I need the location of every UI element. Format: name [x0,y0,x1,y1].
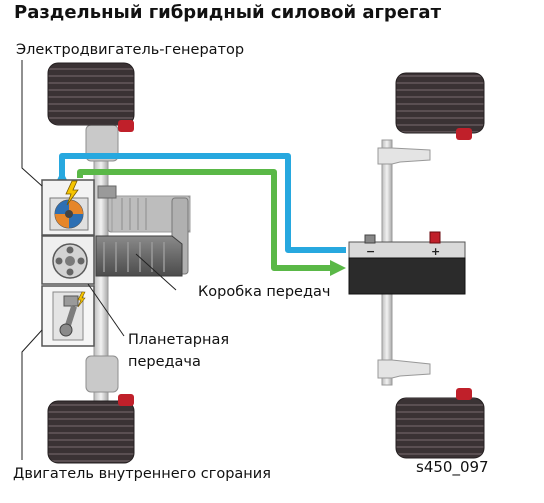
planetary-label-line2: передача [128,354,201,370]
spark-icon [77,291,86,308]
rear-left-tire [395,72,485,140]
motor-generator-unit [41,179,95,236]
svg-text:+: + [431,245,440,258]
diagram-title: Раздельный гибридный силовой агрегат [14,2,442,23]
front-lower-boot [85,355,119,393]
rear-lower-bracket [377,359,431,379]
battery: − + [348,231,466,295]
motor-generator-label: Электродвигатель-генератор [16,42,245,58]
hub-red [118,394,134,406]
rear-upper-bracket [377,147,431,165]
gearbox-top-bracket [97,185,117,199]
hub-red [118,120,134,132]
lightning-icon [65,180,79,206]
green-energy-line [77,169,332,271]
ice-label: Двигатель внутреннего сгорания [13,466,271,482]
planetary-gear-unit [41,235,95,285]
green-arrow-head [330,260,346,276]
blue-arrow-head [56,170,68,182]
svg-text:−: − [366,245,375,258]
gearbox-housing [95,235,183,277]
combustion-engine-unit [41,285,95,347]
front-left-tire [47,62,135,132]
figure-code: s450_097 [416,458,489,476]
gearbox-label: Коробка передач [198,284,331,300]
leader-lines [21,60,177,460]
blue-energy-line [59,153,346,253]
front-right-tire [47,394,135,464]
rear-right-tire [395,388,485,459]
hub-red [456,128,472,140]
hub-red [456,388,472,400]
planetary-label-line1: Планетарная [128,332,230,348]
